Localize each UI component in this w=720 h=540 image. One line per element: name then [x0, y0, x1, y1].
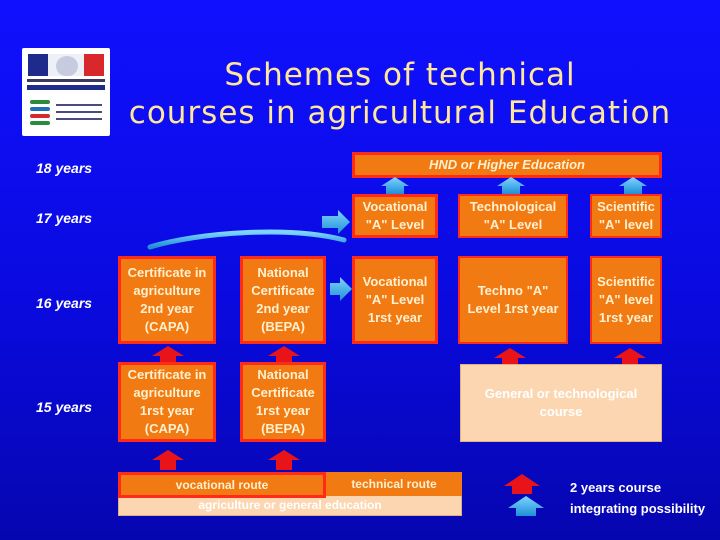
marianne-profile-icon — [56, 56, 78, 76]
legend-red-arrow-icon — [504, 474, 540, 494]
ministry-emblem-icon — [30, 100, 50, 126]
red-up-arrow-route-vocational-2 — [268, 450, 300, 470]
up-arrow-technological-to-hnd — [497, 177, 525, 194]
red-up-arrow-route-vocational-1 — [152, 450, 184, 470]
logo-republic-bar — [27, 85, 105, 90]
hnd-box: HND or Higher Education — [352, 152, 662, 178]
technological-a-level-box: Technological "A" Level — [458, 194, 568, 238]
age-18-label: 18 years — [36, 160, 93, 176]
flag-blue-stripe — [28, 54, 48, 76]
title-line-1: Schemes of technical — [224, 57, 576, 93]
scientific-a-level-box: Scientific "A" level — [590, 194, 662, 238]
technical-route-bar: technical route — [326, 472, 462, 496]
page-title: Schemes of technical courses in agricult… — [120, 56, 680, 132]
vocational-route-bar: vocational route — [118, 472, 326, 498]
techno-a-level-1st-year-box: Techno "A" Level 1rst year — [458, 256, 568, 344]
integration-arc-arrow — [147, 229, 347, 250]
logo-motto-bar — [27, 79, 105, 82]
capa-2nd-year-box: Certificate in agriculture 2nd year (CAP… — [118, 256, 216, 344]
legend-integrating-label: integrating possibility — [570, 501, 706, 516]
scientific-a-level-1st-year-box: Scientific "A" level 1rst year — [590, 256, 662, 344]
legend-cyan-arrow-icon — [508, 496, 544, 516]
general-education-bar: agriculture or general education — [118, 494, 462, 516]
republique-francaise-logo — [22, 48, 110, 136]
up-arrow-vocational-to-hnd — [381, 177, 409, 194]
red-up-arrow-general-1 — [494, 348, 526, 364]
right-arrow-into-vocational-1st-year — [330, 277, 352, 301]
right-arrow-into-vocational-a-level — [322, 210, 350, 234]
red-up-arrow-general-2 — [614, 348, 646, 364]
general-technological-course-box: General or technological course — [460, 364, 662, 442]
bepa-1st-year-box: National Certificate 1rst year (BEPA) — [240, 362, 326, 442]
age-17-label: 17 years — [36, 210, 93, 226]
capa-1st-year-box: Certificate in agriculture 1rst year (CA… — [118, 362, 216, 442]
flag-red-stripe — [84, 54, 104, 76]
up-arrow-scientific-to-hnd — [619, 177, 647, 194]
red-up-arrow-capa — [152, 346, 184, 362]
title-line-2: courses in agricultural Education — [128, 95, 672, 131]
vocational-a-level-1st-year-box: Vocational "A" Level 1rst year — [352, 256, 438, 344]
age-15-label: 15 years — [36, 399, 93, 415]
ministry-name-lines — [56, 104, 102, 125]
red-up-arrow-bepa — [268, 346, 300, 362]
vocational-a-level-box: Vocational "A" Level — [352, 194, 438, 238]
bepa-2nd-year-box: National Certificate 2nd year (BEPA) — [240, 256, 326, 344]
legend-two-years-label: 2 years course — [570, 480, 662, 495]
age-16-label: 16 years — [36, 295, 93, 311]
